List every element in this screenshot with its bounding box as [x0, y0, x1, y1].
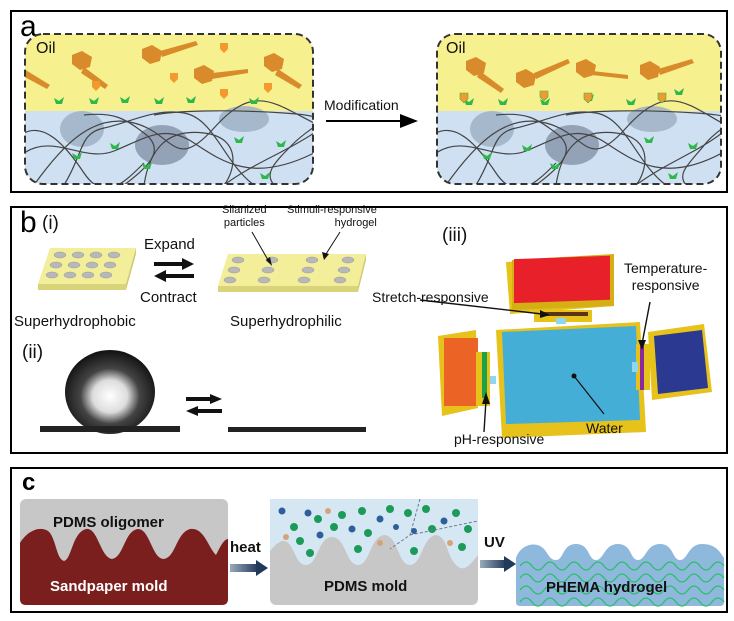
superhydrophilic-surface	[218, 254, 366, 292]
panel-a-left-box	[24, 33, 314, 185]
silanized-particles-label: Silanized particles	[222, 204, 267, 230]
oil-tags	[92, 43, 272, 99]
water-chamber	[502, 326, 640, 424]
panel-b-label: b	[20, 206, 37, 239]
heat-label: heat	[230, 539, 261, 556]
oil-label-left: Oil	[36, 40, 56, 57]
phema-hydrogel-label: PHEMA hydrogel	[546, 579, 668, 596]
sandpaper-mold-label: Sandpaper mold	[50, 578, 168, 595]
stimuli-responsive-hydrogel-label: Stimuli-responsive hydrogel	[287, 204, 377, 230]
heat-arrow-icon	[230, 560, 268, 576]
hydrogel-label-line2: hydrogel	[334, 217, 377, 229]
oil-molecules	[25, 41, 302, 89]
ph-responsive-label: pH-responsive	[454, 431, 545, 447]
subpanel-i-label: (i)	[42, 213, 59, 234]
anchor-molecules	[54, 96, 286, 179]
reversible-arrows-icon	[154, 258, 194, 282]
modification-arrow-icon	[326, 114, 418, 128]
subpanel-ii-label: (ii)	[22, 342, 44, 363]
callout-arrows-icon	[251, 231, 341, 266]
temperature-responsive-label: Temperature- responsive	[624, 260, 707, 294]
reversible-arrows-ii-icon	[186, 394, 222, 416]
temperature-label-line1: Temperature-	[624, 260, 708, 276]
panel-a-right-box	[436, 33, 722, 185]
panel-a-label: a	[20, 10, 37, 43]
uv-label: UV	[484, 534, 505, 551]
substrate-left	[40, 426, 180, 432]
phema-hydrogel-step	[516, 544, 725, 607]
pdms-mold-step	[270, 498, 479, 605]
substrate-right	[228, 427, 366, 432]
water-label: Water	[586, 420, 623, 436]
oil-label-right: Oil	[446, 40, 466, 57]
pdms-oligomer-label: PDMS oligomer	[53, 514, 164, 531]
temperature-responsive-strip	[640, 346, 644, 390]
modification-label: Modification	[324, 97, 399, 113]
polymer-chains	[25, 100, 313, 184]
hydrogel-label-line1: Stimuli-responsive	[287, 204, 377, 216]
multi-responsive-device-diagram	[419, 254, 712, 438]
superhydrophobic-label: Superhydrophobic	[14, 313, 136, 330]
uv-arrow-icon	[480, 556, 516, 572]
oil-phase	[25, 34, 313, 111]
contract-label: Contract	[140, 289, 197, 306]
hydrogel-domain	[60, 111, 104, 147]
panel-c-label: c	[22, 469, 36, 496]
ph-responsive-strip	[482, 352, 487, 398]
sandpaper-mold-step	[20, 499, 228, 605]
subpanel-iii-label: (iii)	[442, 225, 468, 246]
superhydrophilic-label: Superhydrophilic	[230, 313, 342, 330]
temperature-label-line2: responsive	[631, 277, 700, 293]
droplet-contact-angle-image	[40, 350, 366, 434]
pdms-mold-label: PDMS mold	[324, 578, 408, 595]
expand-label: Expand	[144, 236, 195, 253]
silanized-label-line2: particles	[223, 217, 265, 229]
silanized-label-line1: Silanized	[222, 204, 267, 216]
stretch-responsive-label: Stretch-responsive	[372, 289, 489, 305]
water-droplet	[65, 350, 155, 434]
hydrogel-network	[519, 561, 725, 607]
hydrogel-domain	[219, 106, 269, 132]
superhydrophobic-surface	[38, 248, 136, 290]
stretch-responsive-strip	[540, 312, 588, 316]
